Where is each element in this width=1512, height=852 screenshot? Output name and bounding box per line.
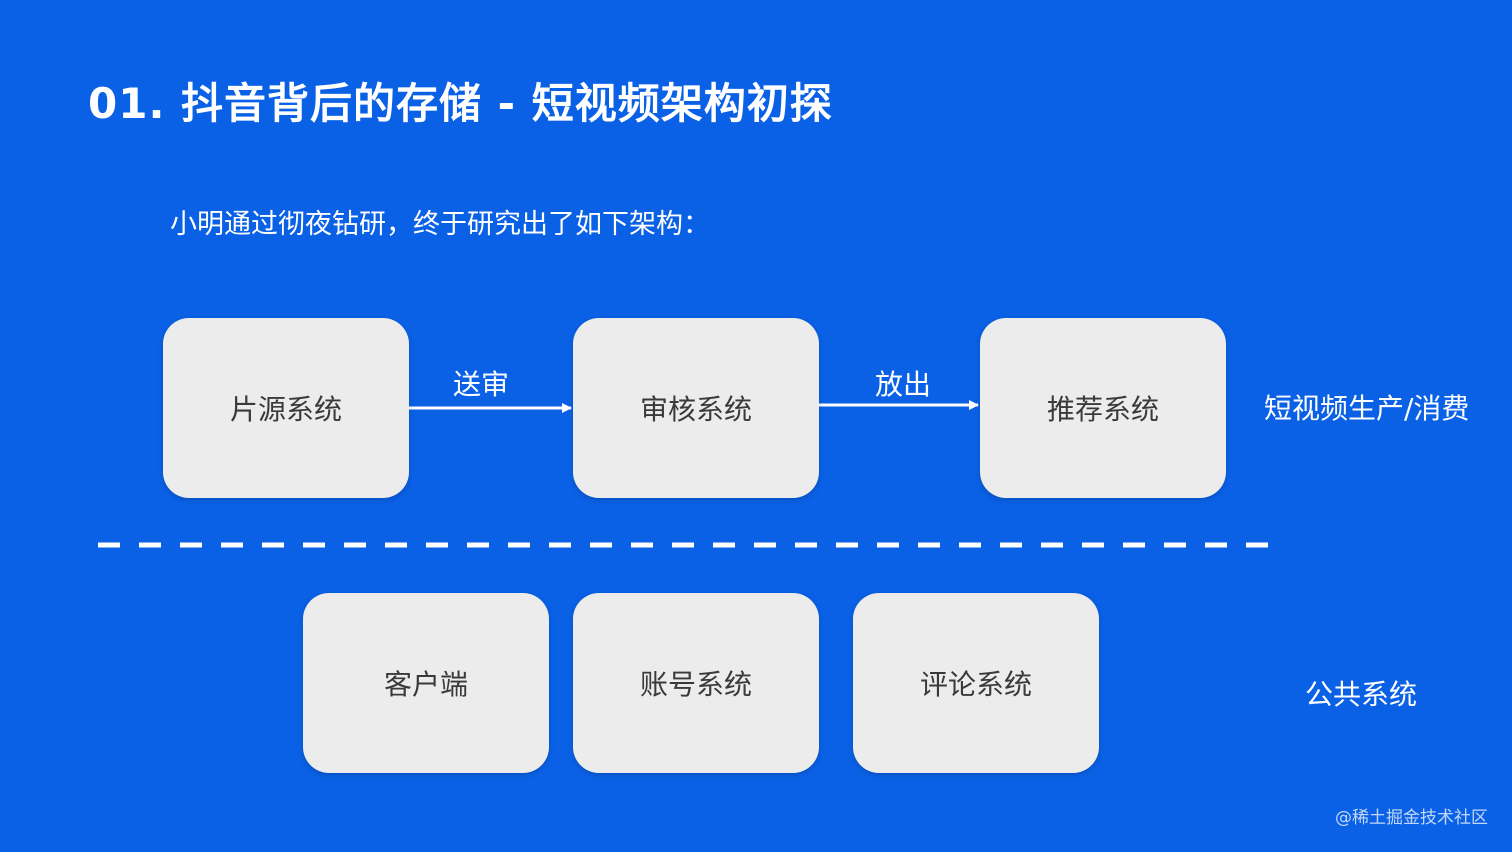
recommend-system-box: 推荐系统: [980, 318, 1226, 498]
production-row-label: 短视频生产/消费: [1264, 392, 1470, 425]
arrow-label-release: 放出: [875, 368, 932, 401]
review-system-box: 审核系统: [573, 318, 819, 498]
comment-system-box: 评论系统: [853, 593, 1099, 773]
account-system-box: 账号系统: [573, 593, 819, 773]
client-label: 客户端: [383, 668, 468, 701]
page-title: 01. 抖音背后的存储 - 短视频架构初探: [88, 79, 833, 128]
comment-system-label: 评论系统: [919, 668, 1032, 701]
recommend-system-label: 推荐系统: [1046, 393, 1159, 426]
source-system-box: 片源系统: [163, 318, 409, 498]
client-box: 客户端: [303, 593, 549, 773]
source-system-label: 片源系统: [229, 393, 342, 426]
watermark-text: @稀土掘金技术社区: [1335, 808, 1488, 828]
public-row-label: 公共系统: [1305, 678, 1418, 711]
intro-text: 小明通过彻夜钻研，终于研究出了如下架构：: [170, 209, 710, 240]
arrow-label-send-review: 送审: [453, 368, 510, 401]
review-system-label: 审核系统: [639, 393, 752, 426]
account-system-label: 账号系统: [639, 668, 752, 701]
